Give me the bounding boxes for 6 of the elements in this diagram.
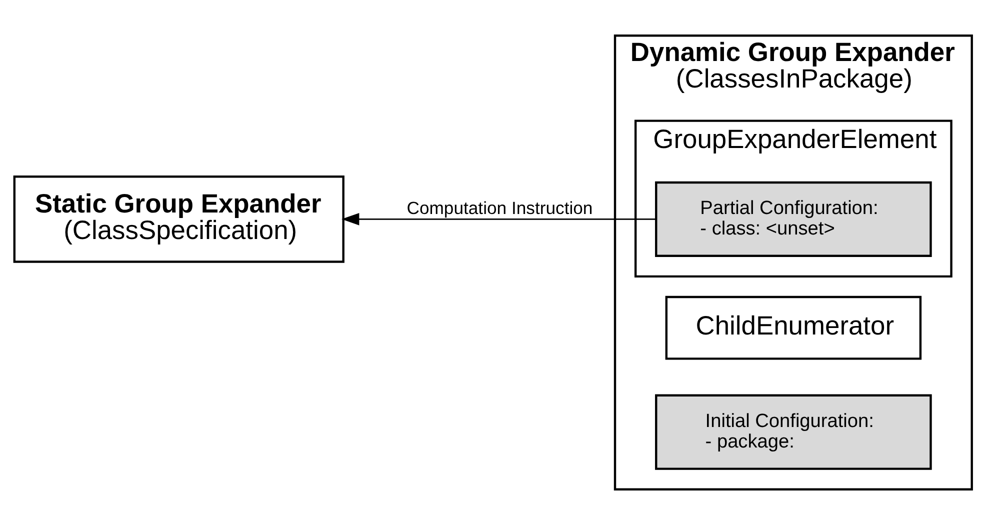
node-box: ChildEnumerator	[665, 295, 922, 360]
node-box: Initial Configuration: - package:	[655, 394, 932, 470]
edge-label: Computation Instruction	[406, 198, 593, 218]
node-box: Static Group Expander (ClassSpecification)	[13, 175, 344, 262]
arrow	[342, 212, 656, 225]
node-box: Partial Configuration: - class: <unset>	[655, 180, 932, 256]
